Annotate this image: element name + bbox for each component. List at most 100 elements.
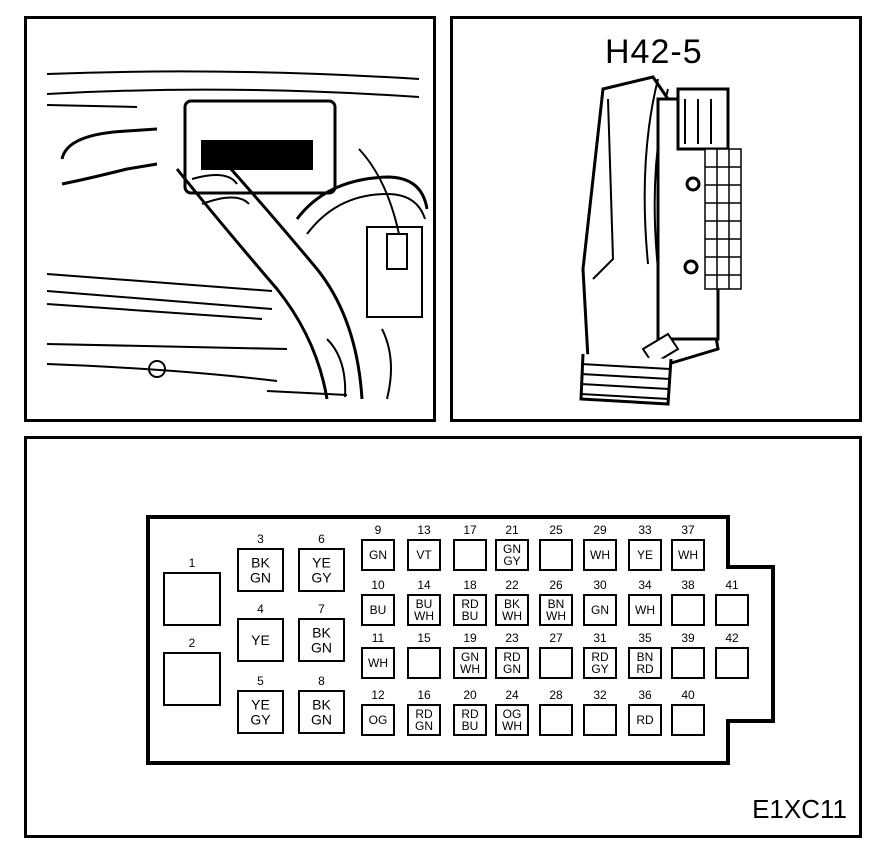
wire-color: GN	[311, 639, 332, 655]
pin-25: 25	[539, 523, 573, 571]
pin-box	[671, 539, 705, 571]
pin-box	[361, 704, 395, 736]
pin-4: 4YE	[237, 602, 284, 662]
pin-number: 20	[463, 688, 477, 702]
pin-number: 2	[189, 636, 196, 650]
pin-number: 31	[593, 631, 607, 645]
pin-box	[453, 704, 487, 736]
pin-box	[298, 690, 345, 734]
wire-color: RD	[591, 650, 609, 664]
pin-box	[361, 539, 395, 571]
pin-box	[583, 647, 617, 679]
wire-color: BN	[637, 650, 654, 664]
pin-number: 6	[318, 532, 325, 546]
wire-color: RD	[461, 597, 479, 611]
pin-box	[539, 594, 573, 626]
wire-color: RD	[461, 707, 479, 721]
engine-bay-panel	[24, 16, 436, 422]
pin-number: 28	[549, 688, 563, 702]
pin-number: 24	[505, 688, 519, 702]
wire-color: WH	[678, 548, 698, 562]
pin-box	[583, 704, 617, 736]
pin-39: 39	[671, 631, 705, 679]
pin-box	[453, 647, 487, 679]
pin-number: 42	[725, 631, 739, 645]
wire-color: WH	[635, 603, 655, 617]
wire-color: WH	[546, 609, 566, 623]
pin-number: 5	[257, 674, 264, 688]
wire-color: GY	[591, 662, 608, 676]
wire-color: RD	[415, 707, 433, 721]
wire-color: GY	[311, 569, 332, 585]
pin-9: 9GN	[361, 523, 395, 571]
pin-27: 27	[539, 631, 573, 679]
pin-box	[671, 647, 705, 679]
pin-box	[407, 647, 441, 679]
pin-box	[453, 539, 487, 571]
wire-color: BU	[462, 609, 479, 623]
pin-17: 17	[453, 523, 487, 571]
wire-color: BK	[312, 624, 331, 640]
wire-color: OG	[369, 713, 388, 727]
pin-number: 18	[463, 578, 477, 592]
pin-number: 38	[681, 578, 695, 592]
pin-number: 3	[257, 532, 264, 546]
pin-box	[628, 539, 662, 571]
pin-box	[453, 594, 487, 626]
wire-color: WH	[414, 609, 434, 623]
connector-title: H42-5	[605, 33, 703, 71]
wire-color: OG	[503, 707, 522, 721]
pin-box	[539, 539, 573, 571]
pin-number: 41	[725, 578, 739, 592]
connector-illustration	[579, 75, 742, 406]
pin-box	[407, 704, 441, 736]
pin-number: 7	[318, 602, 325, 616]
wire-color: RD	[636, 713, 654, 727]
wire-color: RD	[503, 650, 521, 664]
pin-box	[407, 594, 441, 626]
pin-15: 15	[407, 631, 441, 679]
pin-box	[495, 539, 529, 571]
pin-box	[671, 594, 705, 626]
pin-38: 38	[671, 578, 705, 626]
pin-2: 2	[163, 636, 221, 706]
wire-color: GY	[250, 711, 271, 727]
wire-color: GN	[415, 719, 433, 733]
pin-box	[237, 618, 284, 662]
wire-color: VT	[416, 548, 432, 562]
pin-box	[628, 594, 662, 626]
pin-box	[361, 594, 395, 626]
connector-panel: H42-5	[450, 16, 862, 422]
wire-color: YE	[251, 696, 270, 712]
wire-color: WH	[368, 656, 388, 670]
pin-box	[715, 647, 749, 679]
pin-28: 28	[539, 688, 573, 736]
pin-number: 16	[417, 688, 431, 702]
wire-color: GN	[503, 662, 521, 676]
pin-number: 11	[372, 631, 385, 645]
pin-number: 14	[417, 578, 431, 592]
pin-box	[715, 594, 749, 626]
connector-face-outline	[146, 515, 775, 765]
pin-box	[628, 704, 662, 736]
pin-box	[361, 647, 395, 679]
pin-number: 10	[371, 578, 385, 592]
figure-code: E1XC11	[752, 794, 847, 824]
wire-color: GY	[503, 554, 520, 568]
pin-42: 42	[715, 631, 749, 679]
pin-32: 32	[583, 688, 617, 736]
